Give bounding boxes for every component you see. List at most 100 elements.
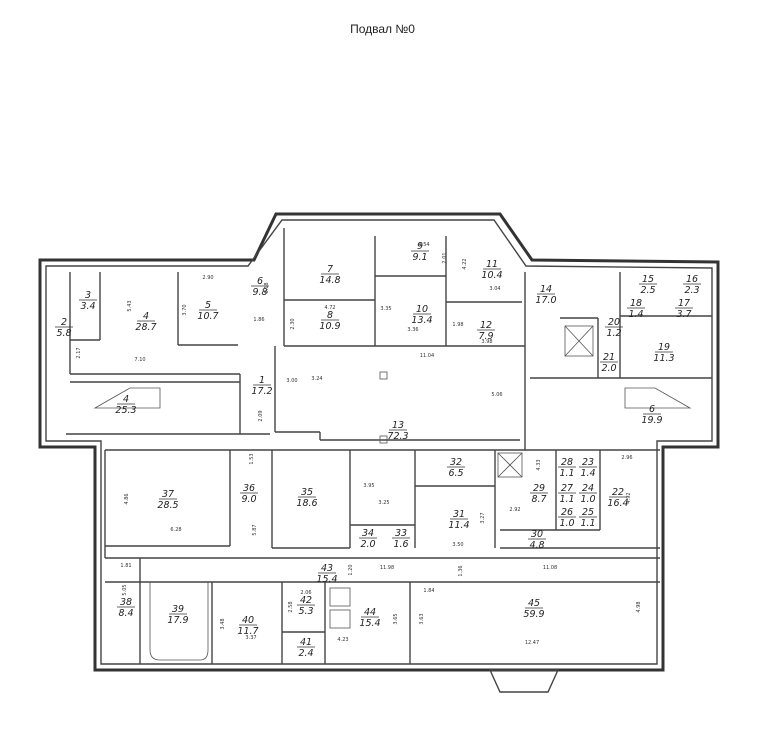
room-number: 45 (528, 598, 540, 609)
room-area: 10.4 (481, 270, 502, 281)
room-area: 2.3 (684, 285, 699, 296)
dimension-label: 3.24 (311, 376, 322, 382)
room-number: 33 (395, 528, 407, 539)
room-number: 14 (540, 284, 552, 295)
room-number: 26 (561, 507, 573, 518)
dimension-label: 1.86 (253, 317, 264, 323)
room-number: 17 (678, 298, 690, 309)
room-number: 25 (582, 507, 594, 518)
room-number: 19 (658, 342, 670, 353)
dimension-label: 4.86 (124, 493, 130, 504)
dimension-label: 2.06 (300, 590, 311, 596)
room-number: 9 (417, 241, 423, 252)
dimension-label: 2.01 (442, 252, 448, 263)
room-area: 15.4 (359, 618, 380, 629)
dimension-label: 3.36 (407, 327, 418, 333)
dimension-label: 4.22 (462, 258, 468, 269)
room-number: 5 (205, 300, 211, 311)
room-area: 9.0 (241, 494, 256, 505)
dimension-label: 7.10 (134, 357, 145, 363)
room-area: 3.4 (80, 301, 95, 312)
room-area: 13.4 (411, 315, 432, 326)
dimension-label: 3.95 (363, 483, 374, 489)
room-area: 11.3 (653, 353, 674, 364)
room-number: 3 (85, 290, 91, 301)
dimension-label: 1.98 (452, 322, 463, 328)
dimension-label: 2.17 (76, 347, 82, 358)
room-number: 11 (486, 259, 498, 270)
room-area: 4.8 (529, 540, 544, 551)
room-area: 17.0 (535, 295, 556, 306)
room-labels: 117.225.833.4428.7425.3510.769.8714.8810… (55, 241, 701, 659)
room-number: 34 (362, 528, 374, 539)
interior-walls (66, 228, 712, 664)
room-number: 28 (561, 457, 573, 468)
room-area: 10.9 (319, 321, 340, 332)
room-number: 20 (608, 317, 620, 328)
dimension-label: 5.05 (122, 584, 128, 595)
dimension-label: 3.27 (480, 512, 486, 523)
room-number: 10 (416, 304, 428, 315)
room-area: 2.0 (601, 363, 616, 374)
dimension-label: 2.09 (258, 410, 264, 421)
dimension-label: 2.58 (288, 601, 294, 612)
dimension-label: 11.08 (543, 565, 557, 571)
dimension-label: 4.72 (324, 305, 335, 311)
room-number: 15 (642, 274, 654, 285)
room-area: 9.1 (412, 252, 427, 263)
outer-walls (38, 212, 720, 693)
room-area: 1.6 (393, 539, 408, 550)
room-area: 10.7 (197, 311, 218, 322)
dimension-label: 3.98 (481, 339, 492, 345)
room-area: 16.4 (607, 498, 628, 509)
room-number: 1 (259, 375, 265, 386)
room-number: 6 (257, 276, 263, 287)
room-number: 36 (243, 483, 255, 494)
room-number: 31 (453, 509, 465, 520)
room-area: 1.4 (580, 468, 595, 479)
dimension-label: 11.98 (380, 565, 394, 571)
room-number: 40 (242, 615, 254, 626)
dimension-label: 2.92 (509, 507, 520, 513)
room-area: 1.1 (559, 468, 574, 479)
room-number: 21 (603, 352, 615, 363)
room-area: 25.3 (115, 405, 136, 416)
dimension-label: 2.90 (202, 275, 213, 281)
dimension-label: 2.30 (290, 318, 296, 329)
room-number: 29 (533, 483, 545, 494)
dimension-label: 4.54 (418, 242, 429, 248)
dimension-label: 11.04 (420, 353, 434, 359)
room-number: 37 (162, 489, 174, 500)
dimension-label: 5.87 (252, 524, 258, 535)
dimension-label: 12.47 (525, 640, 539, 646)
room-number: 39 (172, 604, 184, 615)
dimension-label: 3.48 (220, 618, 226, 629)
room-number: 30 (531, 529, 543, 540)
room-number: 7 (327, 264, 333, 275)
room-area: 19.9 (641, 415, 662, 426)
dimension-label: 3.35 (380, 306, 391, 312)
room-number: 44 (364, 607, 376, 618)
room-area: 17.2 (251, 386, 272, 397)
dimension-label: 6.18 (264, 282, 270, 293)
room-number: 38 (120, 597, 132, 608)
room-area: 1.1 (559, 494, 574, 505)
room-number: 18 (630, 298, 642, 309)
room-number: 42 (300, 595, 312, 606)
room-area: 1.1 (580, 518, 595, 529)
dimension-label: 3.70 (182, 304, 188, 315)
room-number: 27 (561, 483, 573, 494)
dimension-label: 4.23 (337, 637, 348, 643)
room-area: 6.5 (448, 468, 463, 479)
dimension-label: 5.06 (491, 392, 502, 398)
dimension-label: 5.43 (127, 300, 133, 311)
room-area: 2.0 (360, 539, 375, 550)
dimension-label: 1.81 (120, 563, 131, 569)
room-number: 41 (300, 637, 312, 648)
room-area: 28.5 (157, 500, 178, 511)
room-number: 16 (686, 274, 698, 285)
dimension-label: 4.33 (536, 459, 542, 470)
room-area: 72.3 (387, 431, 408, 442)
room-area: 8.4 (118, 608, 133, 619)
